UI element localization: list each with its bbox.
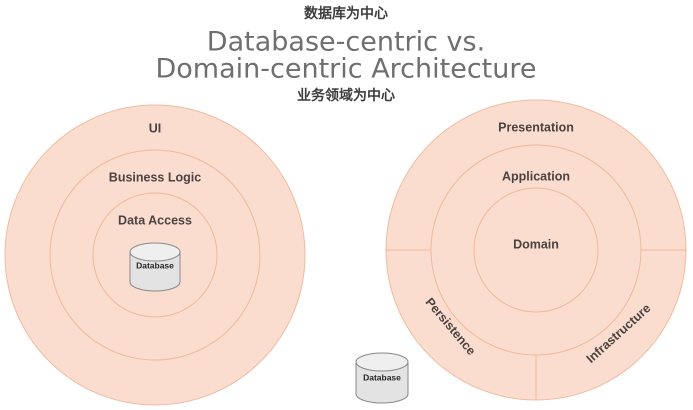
right-outer-ring-fill bbox=[386, 100, 686, 400]
title-block: 数据库为中心 Database-centric vs. Domain-centr… bbox=[156, 5, 537, 104]
left-inner-ring-stroke bbox=[92, 192, 218, 318]
left-layer-label-data-access: Data Access bbox=[118, 213, 192, 227]
right-inner-ring-stroke bbox=[473, 187, 599, 313]
left-layer-label-business-logic: Business Logic bbox=[109, 170, 201, 184]
bottom-cylinder-body bbox=[355, 361, 409, 404]
left-cylinder-label: Database bbox=[136, 260, 174, 270]
left-database-cylinder: Database bbox=[129, 242, 181, 292]
bottom-cylinder-label: Database bbox=[363, 372, 401, 382]
title-line-1: Database-centric vs. bbox=[207, 27, 485, 58]
right-layer-label-application: Application bbox=[502, 169, 570, 183]
bottom-cylinder-top bbox=[355, 352, 409, 372]
bottom-database-cylinder: Database bbox=[355, 352, 409, 404]
right-layer-label-presentation: Presentation bbox=[498, 120, 574, 134]
left-outer-ring-stroke bbox=[4, 104, 306, 406]
left-architecture-circle: UI Business Logic Data Access Database bbox=[4, 104, 306, 406]
left-middle-ring-stroke bbox=[49, 149, 261, 361]
title-annotation-top: 数据库为中心 bbox=[304, 5, 388, 22]
title-line-2: Domain-centric Architecture bbox=[156, 54, 537, 85]
left-cylinder-body bbox=[129, 251, 181, 292]
right-layer-label-domain: Domain bbox=[513, 237, 559, 251]
left-layer-label-ui: UI bbox=[149, 121, 162, 135]
right-architecture-circle: Presentation Application Domain Persiste… bbox=[385, 99, 687, 401]
title-annotation-bottom: 业务领域为中心 bbox=[297, 87, 395, 104]
left-cylinder-top bbox=[129, 242, 181, 262]
